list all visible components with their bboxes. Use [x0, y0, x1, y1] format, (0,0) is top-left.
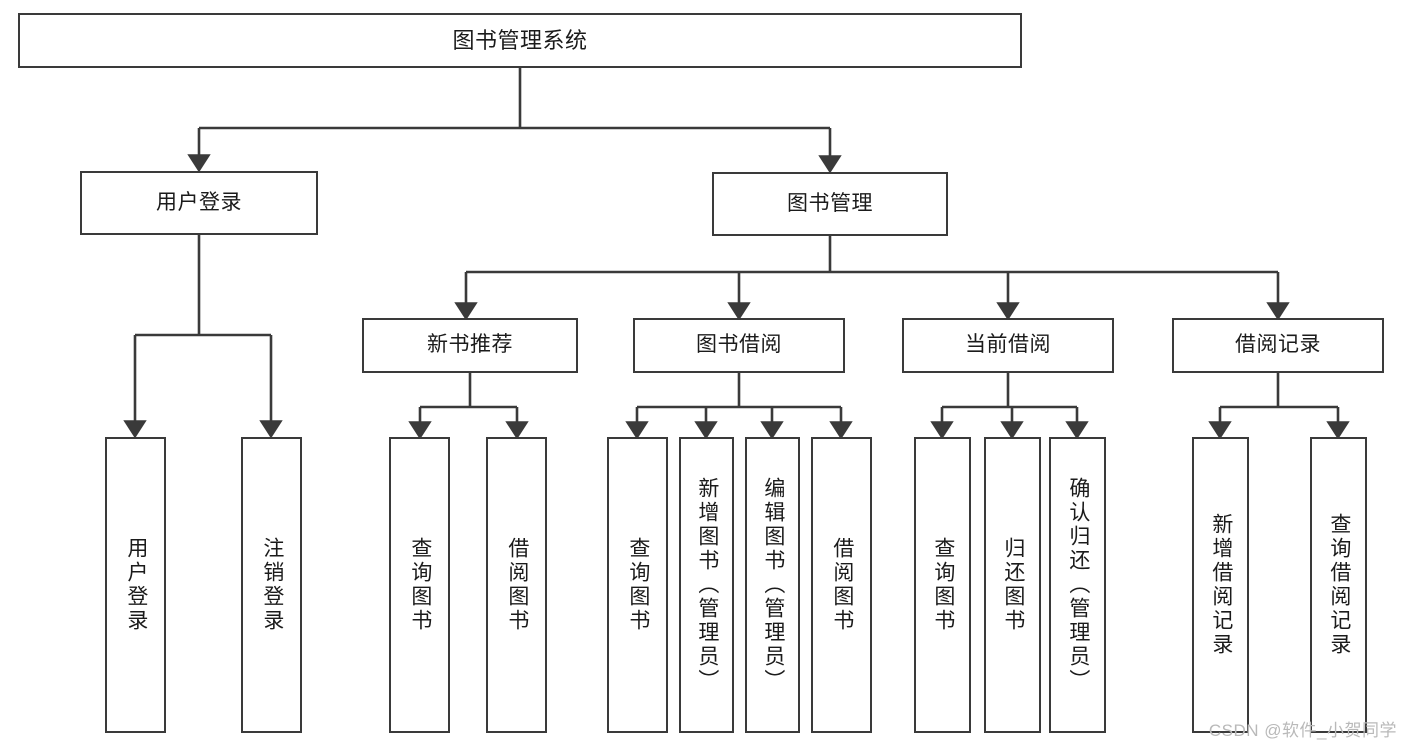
node-label: 用户登录 — [124, 537, 148, 633]
node-label: 图书借阅 — [696, 333, 782, 357]
leaf-confirm-return-admin[interactable]: 确认归还（管理员） — [1049, 437, 1106, 733]
leaf-add-book-admin[interactable]: 新增图书（管理员） — [679, 437, 734, 733]
node-label: 新增图书（管理员） — [695, 477, 719, 693]
leaf-query-books-borrowing[interactable]: 查询图书 — [607, 437, 668, 733]
node-label: 注销登录 — [260, 537, 284, 633]
node-label: 借阅图书 — [830, 537, 854, 633]
node-book-borrowing[interactable]: 图书借阅 — [633, 318, 845, 373]
node-label: 查询图书 — [408, 537, 432, 633]
leaf-return-books[interactable]: 归还图书 — [984, 437, 1041, 733]
leaf-query-books-recommend[interactable]: 查询图书 — [389, 437, 450, 733]
node-new-book-recommendation[interactable]: 新书推荐 — [362, 318, 578, 373]
node-label: 用户登录 — [156, 190, 242, 214]
node-label: 新增借阅记录 — [1209, 513, 1233, 657]
leaf-user-login[interactable]: 用户登录 — [105, 437, 166, 733]
node-label: 查询图书 — [626, 537, 650, 633]
node-label: 查询借阅记录 — [1327, 513, 1351, 657]
node-borrow-records[interactable]: 借阅记录 — [1172, 318, 1384, 373]
leaf-add-borrow-record[interactable]: 新增借阅记录 — [1192, 437, 1249, 733]
leaf-borrow-books-recommend[interactable]: 借阅图书 — [486, 437, 547, 733]
node-root[interactable]: 图书管理系统 — [18, 13, 1022, 68]
node-current-borrowing[interactable]: 当前借阅 — [902, 318, 1114, 373]
leaf-query-books-current[interactable]: 查询图书 — [914, 437, 971, 733]
leaf-logout[interactable]: 注销登录 — [241, 437, 302, 733]
node-label: 图书管理系统 — [452, 27, 588, 53]
watermark-text: CSDN @软件_小贺同学 — [1208, 721, 1397, 740]
node-book-management[interactable]: 图书管理 — [712, 172, 948, 236]
node-label: 查询图书 — [931, 537, 955, 633]
leaf-edit-book-admin[interactable]: 编辑图书（管理员） — [745, 437, 800, 733]
node-label: 编辑图书（管理员） — [761, 477, 785, 693]
node-label: 图书管理 — [787, 191, 873, 215]
node-label: 借阅记录 — [1235, 333, 1321, 357]
leaf-borrow-books-borrowing[interactable]: 借阅图书 — [811, 437, 872, 733]
node-label: 新书推荐 — [427, 333, 513, 357]
leaf-query-borrow-record[interactable]: 查询借阅记录 — [1310, 437, 1367, 733]
node-label: 当前借阅 — [965, 333, 1051, 357]
node-label: 归还图书 — [1001, 537, 1025, 633]
node-user-login[interactable]: 用户登录 — [80, 171, 318, 235]
node-label: 确认归还（管理员） — [1066, 477, 1090, 693]
node-label: 借阅图书 — [505, 537, 529, 633]
